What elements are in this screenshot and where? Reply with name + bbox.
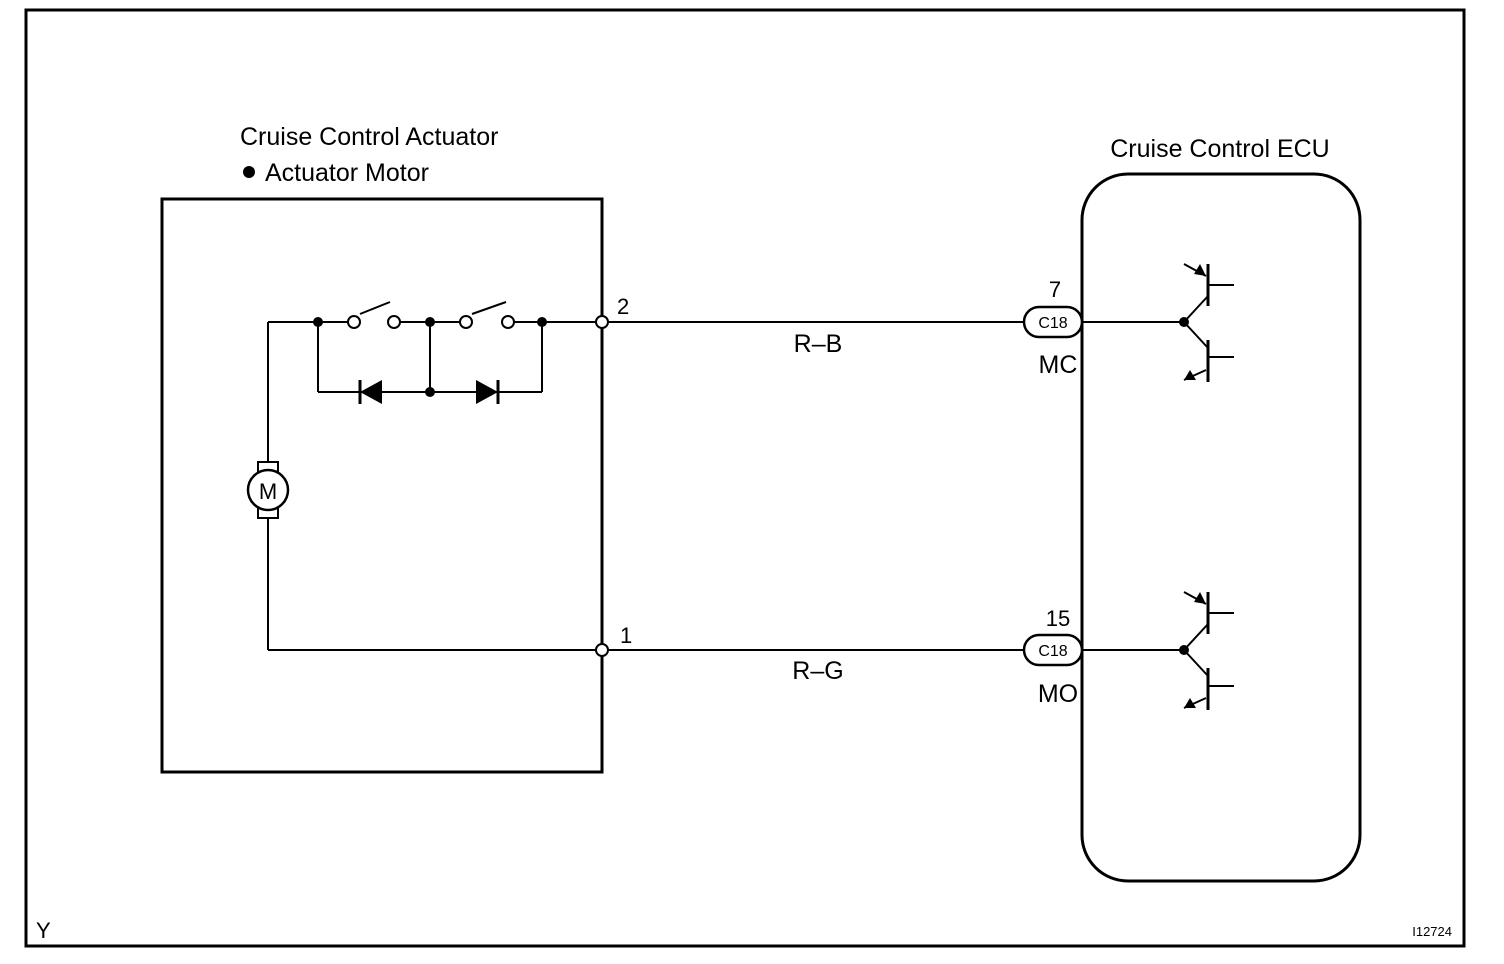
actuator-pin-1-label: 1 <box>620 623 632 648</box>
figure-id: I12724 <box>1412 924 1452 939</box>
ecu-pin-7-label: 7 <box>1049 277 1061 302</box>
ecu-title: Cruise Control ECU <box>1110 135 1330 163</box>
transistor-pair-icon <box>1082 591 1234 710</box>
wire-color-rb: R–B <box>794 330 843 358</box>
transistor-pair-icon <box>1082 263 1234 382</box>
ecu-box <box>1080 172 1362 883</box>
ecu-pin-15-label: 15 <box>1046 606 1070 631</box>
motor-symbol <box>246 461 290 519</box>
connector-c18-label-1: C18 <box>1038 315 1067 332</box>
footer-left-mark: Y <box>36 918 51 943</box>
actuator-subtitle: Actuator Motor <box>265 159 429 187</box>
bullet-icon <box>243 166 255 178</box>
actuator-title: Cruise Control Actuator <box>240 123 498 151</box>
actuator-pin-2-label: 2 <box>617 294 629 319</box>
diagram-frame <box>24 8 1466 948</box>
terminal-mc-label: MC <box>1039 351 1078 379</box>
motor-label: M <box>259 479 277 504</box>
actuator-terminal-2 <box>595 315 609 329</box>
wire-color-rg: R–G <box>792 657 843 685</box>
switch-diode-network <box>267 301 596 462</box>
connector-c18-label-2: C18 <box>1038 643 1067 660</box>
actuator-terminal-1 <box>595 643 609 657</box>
terminal-mo-label: MO <box>1038 680 1078 708</box>
actuator-box <box>160 197 604 774</box>
